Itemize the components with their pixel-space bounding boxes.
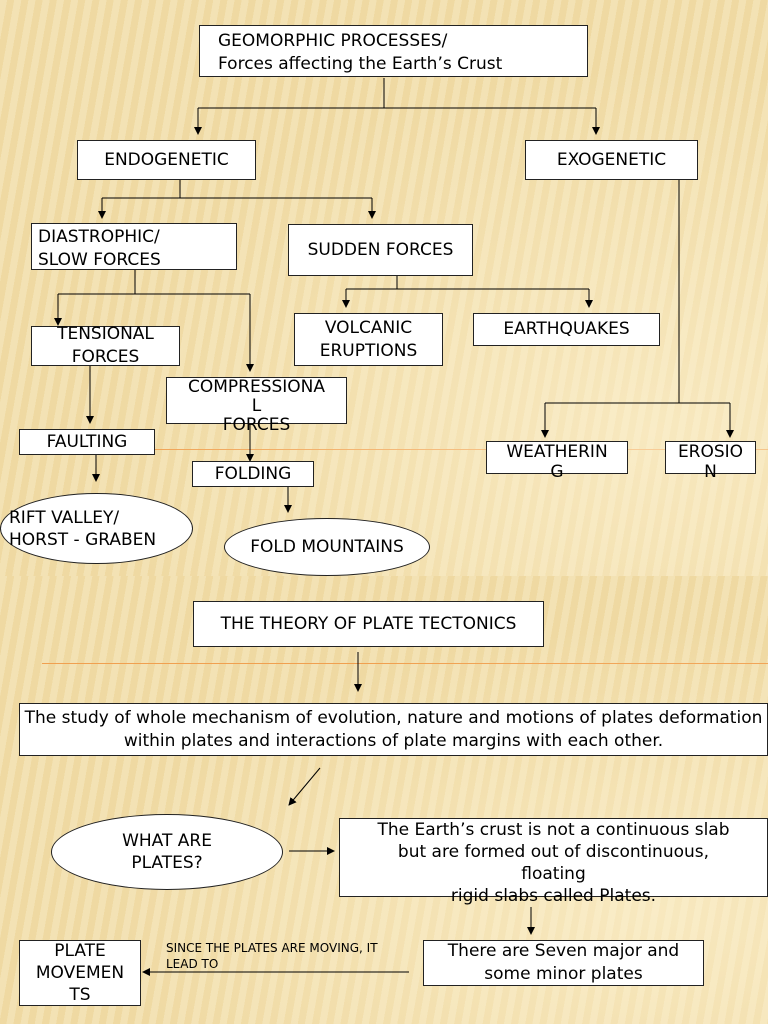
erosion-box: EROSIO N [665,441,756,482]
earthquakes-box: EARTHQUAKES [473,313,660,346]
definition-box: The study of whole mechanism of evolutio… [19,703,768,756]
plate-tectonics-title-box: THE THEORY OF PLATE TECTONICS [193,601,544,647]
diastrophic-box: DIASTROPHIC/ SLOW FORCES [31,223,237,270]
sudden-forces-box: SUDDEN FORCES [288,224,473,276]
endogenetic-box: ENDOGENETIC [77,140,256,180]
what-are-plates-ellipse: WHAT ARE PLATES? [51,814,283,890]
weathering-box: WEATHERIN G [486,441,628,482]
exogenetic-box: EXOGENETIC [525,140,698,180]
geomorphic-processes-title-box: GEOMORPHIC PROCESSES/ Forces affecting t… [199,25,588,77]
accent-line [42,663,768,664]
connector-lines [54,78,734,513]
accent-line [150,449,768,450]
seven-plates-box: There are Seven major and some minor pla… [423,940,704,986]
plate-movements-box: PLATE MOVEMEN TS [19,940,141,1006]
tensional-forces-box: TENSIONAL FORCES [31,324,180,367]
connector-lines [142,652,535,976]
fold-mountains-ellipse: FOLD MOUNTAINS [224,518,430,576]
slide-geomorphic-processes: GEOMORPHIC PROCESSES/ Forces affecting t… [0,0,768,576]
slide-plate-tectonics: THE THEORY OF PLATE TECTONICS The study … [0,576,768,1024]
volcanic-eruptions-box: VOLCANIC ERUPTIONS [294,313,443,366]
plates-definition-box: The Earth’s crust is not a continuous sl… [339,818,768,906]
compressional-forces-box: COMPRESSIONA L FORCES [166,377,347,435]
rift-valley-ellipse: RIFT VALLEY/ HORST - GRABEN [0,493,193,564]
folding-box: FOLDING [192,461,314,487]
since-plates-moving-note: SINCE THE PLATES ARE MOVING, IT LEAD TO [166,941,378,971]
faulting-box: FAULTING [19,429,155,455]
